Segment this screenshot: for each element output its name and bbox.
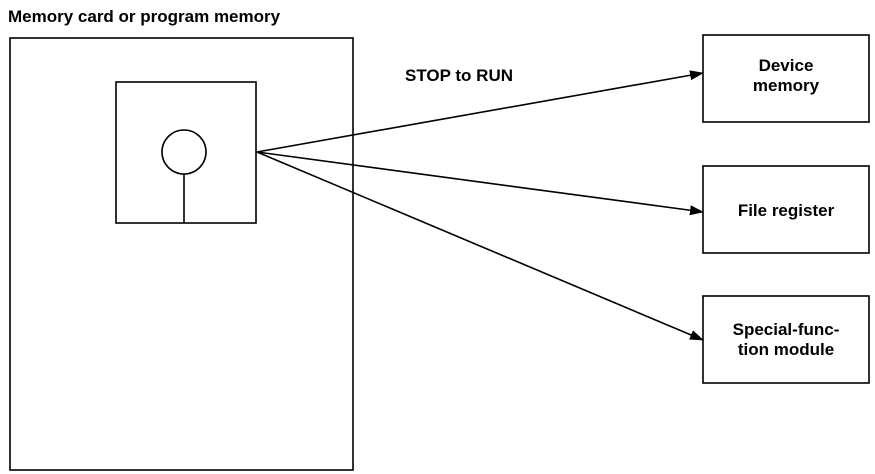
memory-container-box — [9, 37, 354, 471]
parameter-circle-icon — [161, 129, 207, 175]
device-memory-box — [702, 34, 870, 123]
device-memory-label-line1: Device — [758, 56, 814, 75]
parameter-box — [115, 81, 257, 224]
device-memory-label-line2: memory — [752, 76, 820, 95]
device-memory-label: Device memory — [703, 56, 869, 96]
special-function-module-label-line1: Special-func- — [732, 320, 840, 339]
file-register-label-line1: File register — [737, 201, 835, 220]
source-title: Memory card or program memory — [8, 7, 281, 26]
arrow-to-file-register — [256, 151, 704, 216]
arrow-to-special-function-module — [256, 151, 704, 341]
file-register-label: File register — [703, 201, 869, 221]
file-register-box — [702, 165, 870, 254]
special-function-module-label-line2: tion module — [737, 340, 835, 359]
arrow-label: STOP to RUN — [405, 66, 513, 85]
arrow-to-device-memory — [256, 70, 704, 153]
special-function-module-label: Special-func- tion module — [703, 320, 869, 360]
special-function-module-box — [702, 295, 870, 384]
